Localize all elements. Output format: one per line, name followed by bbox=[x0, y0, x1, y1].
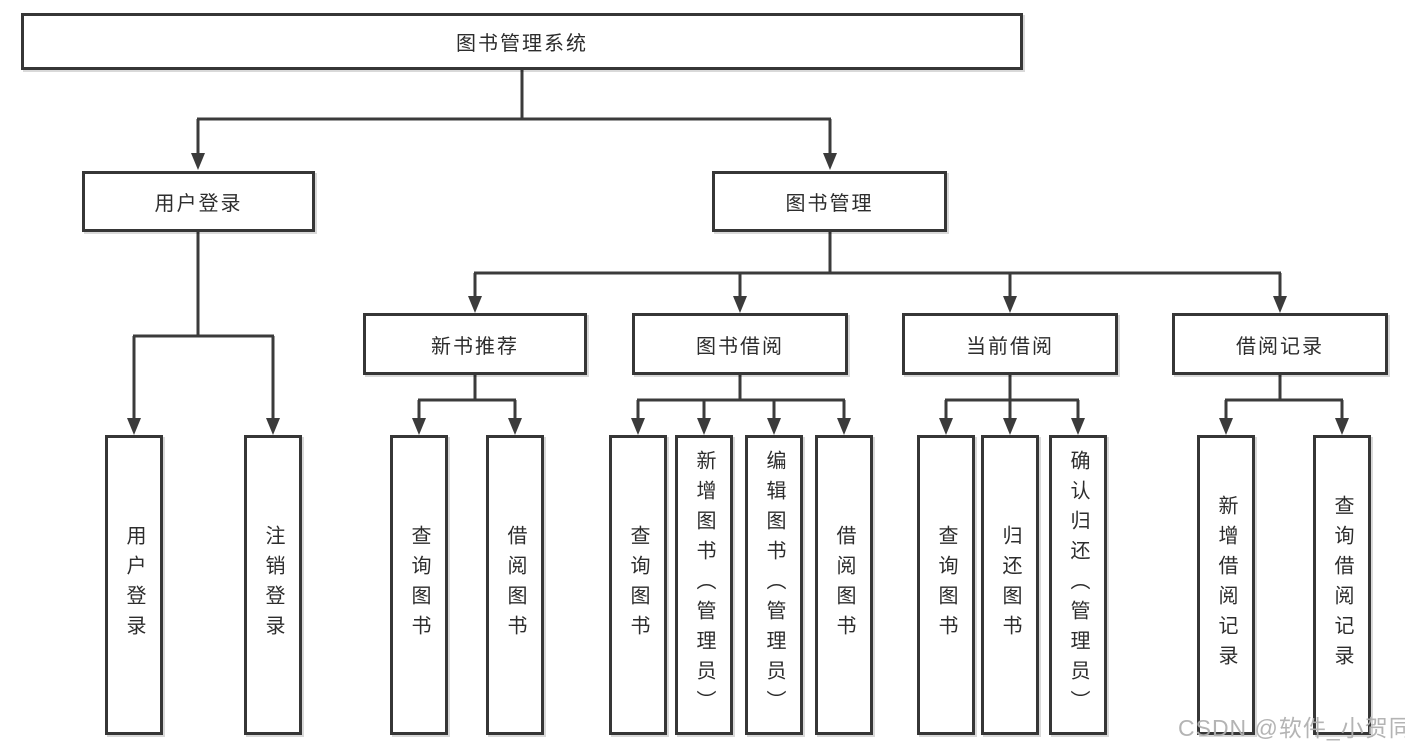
node-label: 图书借阅 bbox=[696, 335, 784, 358]
group-node-borrow-records: 借阅记录 bbox=[1172, 313, 1388, 375]
node-label: 用户登录 bbox=[154, 193, 243, 215]
node-label: 查询图书 bbox=[935, 525, 957, 645]
branch-node-user-login: 用户登录 bbox=[82, 171, 315, 232]
node-label: 借阅图书 bbox=[504, 525, 526, 645]
leaf-node-query-books-3: 查询图书 bbox=[917, 435, 975, 735]
node-label: 新增借阅记录 bbox=[1215, 495, 1237, 675]
group-node-new-book-recommend: 新书推荐 bbox=[363, 313, 587, 375]
leaf-node-query-borrow-record: 查询借阅记录 bbox=[1313, 435, 1371, 735]
group-node-current-borrow: 当前借阅 bbox=[902, 313, 1118, 375]
node-label: 借阅记录 bbox=[1236, 335, 1324, 358]
leaf-node-confirm-return-admin: 确认归还（管理员） bbox=[1049, 435, 1107, 735]
node-label: 新增图书（管理员） bbox=[693, 450, 715, 720]
node-label: 查询借阅记录 bbox=[1331, 495, 1353, 675]
csdn-watermark: CSDN @软件_小贺同学 bbox=[1178, 715, 1405, 741]
leaf-node-query-books-1: 查询图书 bbox=[390, 435, 448, 735]
leaf-node-borrow-books-1: 借阅图书 bbox=[486, 435, 544, 735]
node-label: 确认归还（管理员） bbox=[1067, 450, 1089, 720]
node-label: 注销登录 bbox=[262, 525, 284, 645]
group-node-book-borrow: 图书借阅 bbox=[632, 313, 848, 375]
leaf-node-user-login: 用户登录 bbox=[105, 435, 163, 735]
node-label: 借阅图书 bbox=[833, 525, 855, 645]
node-label: 新书推荐 bbox=[431, 335, 519, 358]
leaf-node-add-books-admin: 新增图书（管理员） bbox=[675, 435, 733, 735]
leaf-node-return-books: 归还图书 bbox=[981, 435, 1039, 735]
node-label: 归还图书 bbox=[999, 525, 1021, 645]
node-label: 当前借阅 bbox=[966, 335, 1054, 358]
branch-node-book-management: 图书管理 bbox=[712, 171, 947, 232]
node-label: 图书管理 bbox=[785, 193, 874, 215]
leaf-node-logout: 注销登录 bbox=[244, 435, 302, 735]
leaf-node-borrow-books-2: 借阅图书 bbox=[815, 435, 873, 735]
node-label: 查询图书 bbox=[408, 525, 430, 645]
node-label: 查询图书 bbox=[627, 525, 649, 645]
arrowheads bbox=[127, 153, 1349, 435]
node-label: 编辑图书（管理员） bbox=[763, 450, 785, 720]
root-node-library-system: 图书管理系统 bbox=[21, 13, 1023, 70]
leaf-node-add-borrow-record: 新增借阅记录 bbox=[1197, 435, 1255, 735]
node-label: 图书管理系统 bbox=[456, 33, 588, 55]
leaf-node-edit-books-admin: 编辑图书（管理员） bbox=[745, 435, 803, 735]
node-label: 用户登录 bbox=[123, 525, 145, 645]
leaf-node-query-books-2: 查询图书 bbox=[609, 435, 667, 735]
